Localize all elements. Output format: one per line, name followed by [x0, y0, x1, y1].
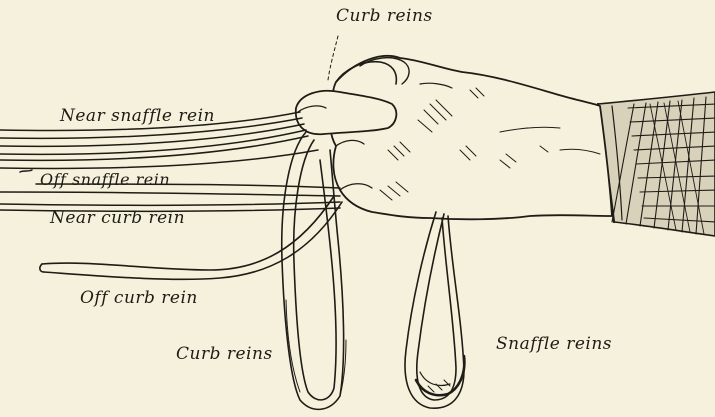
- hand: [296, 56, 612, 219]
- label-snaffle-reins: Snaffle reins: [496, 334, 612, 354]
- label-off-curb-rein: Off curb rein: [80, 288, 198, 308]
- label-near-snaffle-rein: Near snaffle rein: [60, 106, 215, 126]
- label-curb-reins-bottom: Curb reins: [176, 344, 273, 364]
- curb-reins-pointer-line: [328, 36, 338, 80]
- reins-left: [0, 112, 342, 279]
- snaffle-reins-loop: [405, 212, 464, 408]
- label-off-snaffle-rein: Off snaffle rein: [40, 170, 170, 189]
- label-curb-reins-top: Curb reins: [336, 6, 433, 26]
- label-near-curb-rein: Near curb rein: [50, 208, 185, 228]
- coat-sleeve-cuff: [598, 92, 715, 236]
